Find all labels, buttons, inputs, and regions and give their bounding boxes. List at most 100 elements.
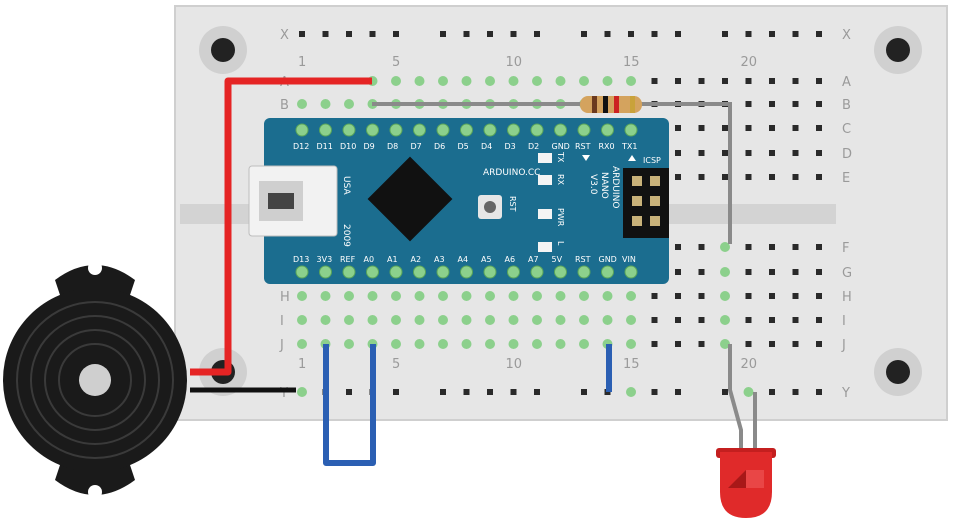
- connected-hole: [320, 291, 331, 301]
- breadboard-hole: [816, 150, 822, 156]
- rail-hole: [769, 389, 775, 395]
- breadboard-hole: [745, 244, 752, 250]
- arduino-pin-top: [413, 123, 426, 137]
- arduino-pin-label-bottom: GND: [599, 255, 617, 264]
- breadboard-hole: [745, 78, 752, 84]
- connected-hole: [555, 315, 566, 325]
- arduino-pin-bottom: [624, 265, 638, 279]
- rail-hole: [346, 389, 352, 395]
- connected-hole: [626, 291, 636, 301]
- breadboard-hole: [675, 125, 681, 131]
- row-label-right: I: [842, 314, 846, 329]
- row-label-left: Y: [279, 386, 288, 401]
- arduino-pin-top: [389, 123, 403, 137]
- status-led: [538, 242, 552, 252]
- breadboard-hole: [792, 101, 799, 107]
- breadboard-hole: [698, 244, 705, 250]
- breadboard-hole: [792, 293, 799, 299]
- connected-hole: [508, 76, 519, 86]
- usb-slot: [268, 193, 294, 209]
- led-leg-anode: [728, 344, 743, 450]
- connected-hole: [297, 291, 307, 301]
- arduino-pin-bottom: [389, 265, 403, 279]
- arduino-pcb: [264, 118, 669, 284]
- breadboard-hole: [792, 341, 799, 347]
- connected-hole: [602, 315, 613, 325]
- breadboard-hole: [651, 317, 658, 323]
- arduino-pin-label-bottom: A0: [364, 255, 375, 264]
- connected-hole: [626, 315, 636, 325]
- arduino-pin-top: [530, 123, 544, 137]
- rail-hole: [534, 31, 540, 37]
- connected-hole: [720, 267, 730, 277]
- rail-hole: [651, 31, 658, 37]
- breadboard-hole: [745, 174, 752, 180]
- breadboard-hole: [675, 150, 681, 156]
- connected-hole: [391, 315, 401, 325]
- rail-hole: [369, 31, 376, 37]
- breadboard-hole: [675, 244, 681, 250]
- connected-hole: [555, 339, 566, 349]
- connected-hole: [414, 76, 425, 86]
- mounting-hole-top-left: [199, 26, 247, 74]
- triangle-up-icon: [628, 155, 636, 161]
- rail-hole: [604, 31, 611, 37]
- breadboard-hole: [792, 78, 799, 84]
- arduino-pin-top: [460, 123, 473, 137]
- triangle-down-icon: [582, 155, 590, 161]
- connected-hole: [532, 339, 542, 349]
- connected-hole: [720, 291, 730, 301]
- connected-hole: [344, 291, 354, 301]
- breadboard-hole: [792, 125, 799, 131]
- breadboard-hole: [769, 78, 775, 84]
- breadboard-hole: [769, 125, 775, 131]
- connected-hole: [367, 315, 378, 325]
- connected-hole: [602, 291, 613, 301]
- connected-hole: [485, 315, 495, 325]
- connected-hole: [579, 76, 589, 86]
- breadboard-hole: [675, 269, 681, 275]
- connected-hole: [414, 315, 425, 325]
- rail-hole: [440, 31, 446, 37]
- rail-hole: [534, 389, 540, 395]
- row-label-left: X: [280, 28, 289, 43]
- red-wire: [190, 77, 372, 376]
- connected-hole: [508, 315, 519, 325]
- rail-hole: [463, 31, 470, 37]
- icsp-pins: [632, 176, 660, 226]
- breadboard-hole: [816, 101, 822, 107]
- arduino-pin-label-bottom: 3V3: [317, 255, 333, 264]
- rail-hole: [393, 389, 399, 395]
- connected-hole: [461, 76, 472, 86]
- breadboard-hole: [698, 125, 705, 131]
- connected-hole: [414, 339, 425, 349]
- breadboard-hole: [816, 125, 822, 131]
- connected-hole: [367, 291, 378, 301]
- breadboard-hole: [769, 341, 775, 347]
- breadboard-hole: [698, 269, 705, 275]
- connected-hole: [508, 291, 519, 301]
- breadboard-hole: [816, 293, 822, 299]
- connected-hole: [461, 291, 472, 301]
- arduino-pin-label-bottom: A1: [387, 255, 398, 264]
- arduino-pin-label-top: D3: [505, 142, 516, 151]
- row-label-left: H: [280, 290, 290, 305]
- breadboard-hole: [722, 150, 728, 156]
- row-label-right: D: [842, 147, 852, 162]
- arduino-pin-label-bottom: A2: [411, 255, 422, 264]
- breadboard-hole: [722, 125, 728, 131]
- row-label-right: J: [841, 338, 846, 353]
- arduino-pin-top: [342, 123, 356, 137]
- arduino-pin-label-bottom: 5V: [552, 255, 563, 264]
- icsp-pin: [632, 196, 642, 206]
- status-led-label: PWR: [556, 208, 565, 227]
- column-label-bottom: 20: [741, 357, 758, 372]
- row-label-right: F: [842, 241, 849, 256]
- connected-hole: [297, 99, 307, 109]
- arduino-pin-bottom: [554, 265, 567, 279]
- arduino-pin-label-top: D12: [293, 142, 309, 151]
- connected-hole: [461, 315, 472, 325]
- status-led-label: L: [556, 241, 565, 246]
